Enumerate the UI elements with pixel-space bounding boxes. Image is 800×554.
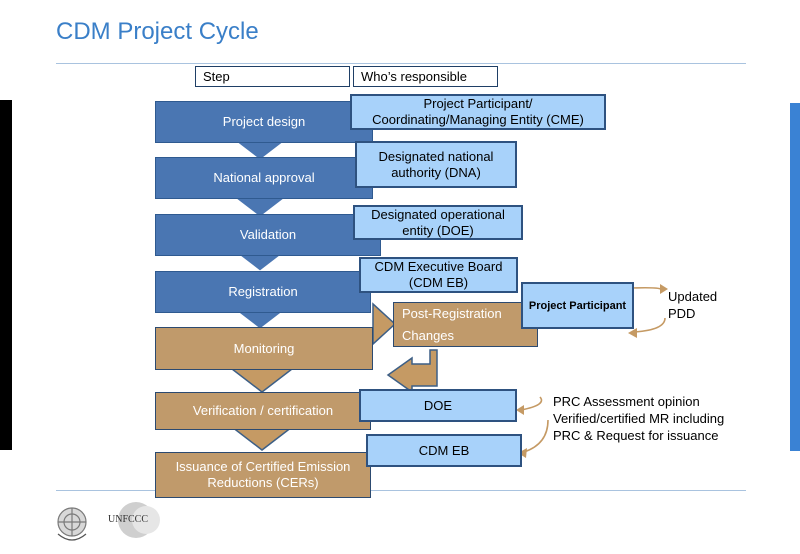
step-column-header: Step xyxy=(195,66,350,87)
responsible-cdm-executive-board: CDM Executive Board (CDM EB) xyxy=(359,257,518,293)
top-divider xyxy=(56,63,746,64)
updated-pdd-line1: Updated xyxy=(668,289,718,304)
step-registration: Registration xyxy=(155,271,371,313)
post-registration-changes-label: Changes xyxy=(402,328,455,343)
step-monitoring: Monitoring xyxy=(155,327,373,370)
prc-note: PRC Assessment opinion Verified/certifie… xyxy=(553,393,724,444)
responsible-project-participant: Project Participant/ Coordinating/Managi… xyxy=(350,94,606,130)
bottom-divider xyxy=(56,490,746,491)
post-registration-label: Post-Registration xyxy=(402,306,502,321)
responsible-cdm-eb-issuance: CDM EB xyxy=(366,434,522,467)
prc-note-line2: Verified/certified MR including xyxy=(553,411,725,426)
step-verification-certification: Verification / certification xyxy=(155,392,371,430)
curve-doe-to-prc xyxy=(520,396,543,411)
post-registration-changes-box: Post-Registration Changes xyxy=(393,302,538,347)
curve-prc-to-cdm-eb xyxy=(523,419,549,453)
step-national-approval: National approval xyxy=(155,157,373,199)
responsible-column-header: Who’s responsible xyxy=(353,66,498,87)
curve-from-updated-pdd xyxy=(633,317,666,333)
project-participant-box: Project Participant xyxy=(521,282,634,329)
updated-pdd-line2: PDD xyxy=(668,306,696,321)
right-edge-bar xyxy=(790,103,800,451)
arrow-back-to-monitoring xyxy=(386,349,438,394)
unfccc-logo-text: UNFCCC xyxy=(108,514,149,525)
updated-pdd-note: Updated PDD xyxy=(668,288,717,322)
left-edge-bar xyxy=(0,100,12,450)
prc-note-line3: PRC & Request for issuance xyxy=(553,428,719,443)
slide-title: CDM Project Cycle xyxy=(56,18,259,45)
responsible-doe-validation: Designated operational entity (DOE) xyxy=(353,205,523,240)
step-issuance-of-cers: Issuance of Certified Emission Reduction… xyxy=(155,452,371,498)
step-validation: Validation xyxy=(155,214,381,256)
prc-note-line1: PRC Assessment opinion xyxy=(553,394,700,409)
unfccc-logo-icon xyxy=(118,502,160,538)
responsible-doe-verification: DOE xyxy=(359,389,517,422)
un-emblem-icon xyxy=(57,507,87,541)
arrow-to-post-registration xyxy=(372,302,397,346)
step-project-design: Project design xyxy=(155,101,373,143)
responsible-dna: Designated national authority (DNA) xyxy=(355,141,517,188)
